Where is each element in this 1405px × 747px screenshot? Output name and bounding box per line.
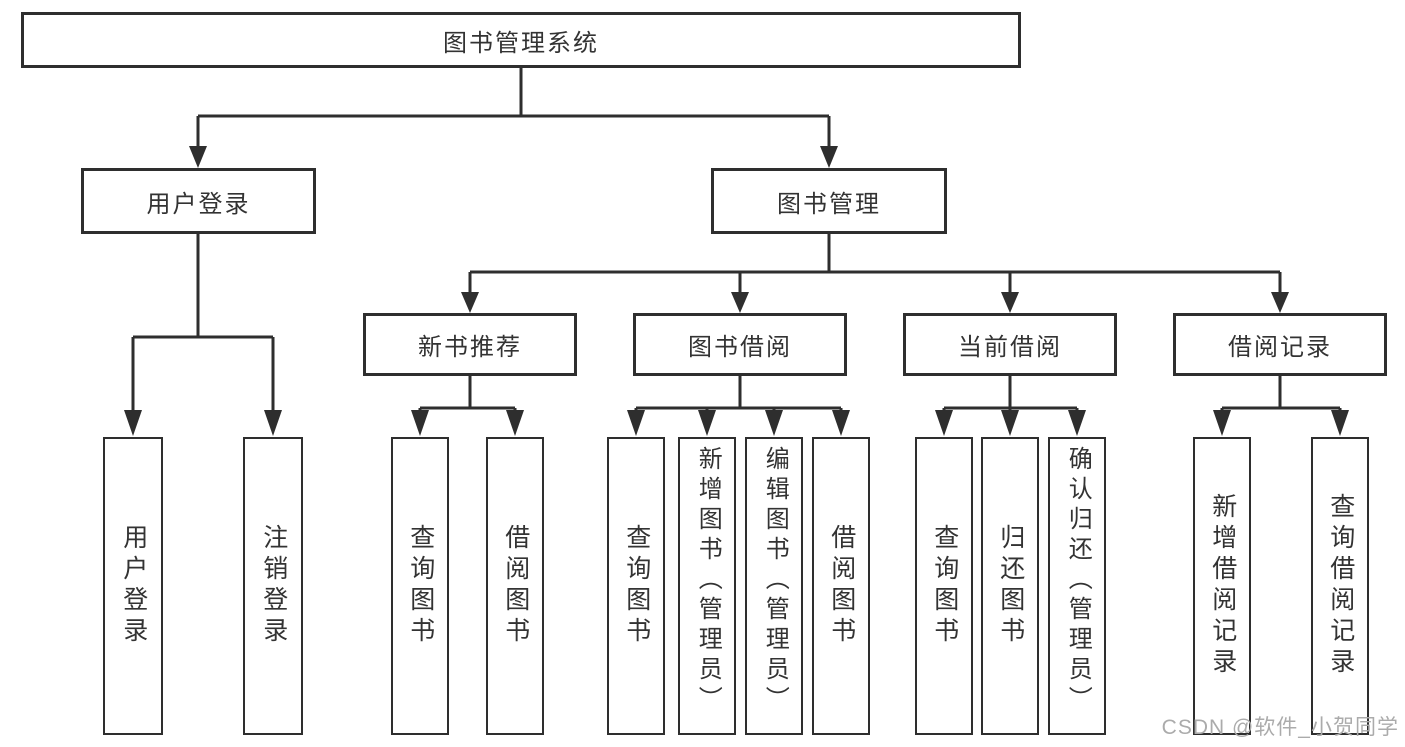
node-root: 图书管理系统 <box>21 12 1021 68</box>
leaf-add-books-admin-label: 新增图书（管理员） <box>694 446 722 716</box>
node-new-book-recommendation-label: 新书推荐 <box>418 334 522 361</box>
arrowhead <box>189 146 207 168</box>
csdn-watermark: CSDN @软件_小贺同学 <box>1161 716 1399 739</box>
arrowhead <box>765 410 783 436</box>
leaf-query-books-1-label: 查询图书 <box>406 524 435 648</box>
link-root-to-level2 <box>196 68 831 150</box>
leaf-query-books-2: 查询图书 <box>607 437 665 735</box>
arrowhead <box>832 410 850 436</box>
leaf-logout-login-label: 注销登录 <box>259 524 288 648</box>
node-user-login: 用户登录 <box>81 168 316 234</box>
node-borrowing-records: 借阅记录 <box>1173 313 1387 376</box>
arrowhead <box>461 292 479 313</box>
arrowhead <box>411 410 429 436</box>
arrowhead <box>935 410 953 436</box>
leaf-query-books-2-label: 查询图书 <box>622 524 651 648</box>
leaf-user-login-label: 用户登录 <box>119 524 148 648</box>
leaf-edit-books-admin-label: 编辑图书（管理员） <box>761 446 789 716</box>
node-book-borrowing: 图书借阅 <box>633 313 847 376</box>
node-root-label: 图书管理系统 <box>443 29 599 57</box>
node-borrowing-records-label: 借阅记录 <box>1228 334 1332 361</box>
arrowhead <box>124 410 142 436</box>
arrowhead <box>1001 410 1019 436</box>
leaf-query-borrow-record-label: 查询借阅记录 <box>1326 493 1355 679</box>
leaf-query-books-3: 查询图书 <box>915 437 973 735</box>
leaf-borrow-books-1-label: 借阅图书 <box>501 524 530 648</box>
arrowhead <box>820 146 838 168</box>
leaf-borrow-books-2-label: 借阅图书 <box>827 524 856 648</box>
leaf-return-books: 归还图书 <box>981 437 1039 735</box>
arrowhead <box>1271 292 1289 313</box>
link-user-login-to-children <box>131 234 275 414</box>
leaf-logout-login: 注销登录 <box>243 437 303 735</box>
node-current-borrowing: 当前借阅 <box>903 313 1117 376</box>
link-borrowing-records-to-children <box>1220 376 1342 413</box>
leaf-confirm-return-admin: 确认归还（管理员） <box>1048 437 1106 735</box>
arrowhead <box>1331 410 1349 436</box>
leaf-borrow-books-2: 借阅图书 <box>812 437 870 735</box>
leaf-return-books-label: 归还图书 <box>996 524 1025 648</box>
leaf-query-books-3-label: 查询图书 <box>930 524 959 648</box>
leaf-user-login: 用户登录 <box>103 437 163 735</box>
arrowhead <box>264 410 282 436</box>
arrowhead <box>1213 410 1231 436</box>
arrowheads <box>124 146 1349 436</box>
arrowhead <box>1068 410 1086 436</box>
link-current-borrowing-to-children <box>942 376 1079 413</box>
leaf-confirm-return-admin-label: 确认归还（管理员） <box>1064 446 1092 716</box>
leaf-query-borrow-record: 查询借阅记录 <box>1311 437 1369 735</box>
leaf-add-borrow-record: 新增借阅记录 <box>1193 437 1251 735</box>
leaf-borrow-books-1: 借阅图书 <box>486 437 544 735</box>
connector-paths <box>131 68 1342 414</box>
node-book-management: 图书管理 <box>711 168 947 234</box>
link-book-borrowing-to-children <box>634 376 843 413</box>
leaf-add-books-admin: 新增图书（管理员） <box>678 437 736 735</box>
arrowhead <box>1001 292 1019 313</box>
node-user-login-label: 用户登录 <box>146 190 251 218</box>
leaf-query-books-1: 查询图书 <box>391 437 449 735</box>
arrowhead <box>731 292 749 313</box>
link-book-management-to-level3 <box>468 234 1282 296</box>
arrowhead <box>698 410 716 436</box>
node-book-borrowing-label: 图书借阅 <box>688 334 792 361</box>
link-new-book-recommendation-to-children <box>418 376 517 413</box>
arrowhead <box>506 410 524 436</box>
node-current-borrowing-label: 当前借阅 <box>958 334 1062 361</box>
node-new-book-recommendation: 新书推荐 <box>363 313 577 376</box>
leaf-add-borrow-record-label: 新增借阅记录 <box>1208 493 1237 679</box>
arrowhead <box>627 410 645 436</box>
leaf-edit-books-admin: 编辑图书（管理员） <box>745 437 803 735</box>
node-book-management-label: 图书管理 <box>777 190 881 218</box>
